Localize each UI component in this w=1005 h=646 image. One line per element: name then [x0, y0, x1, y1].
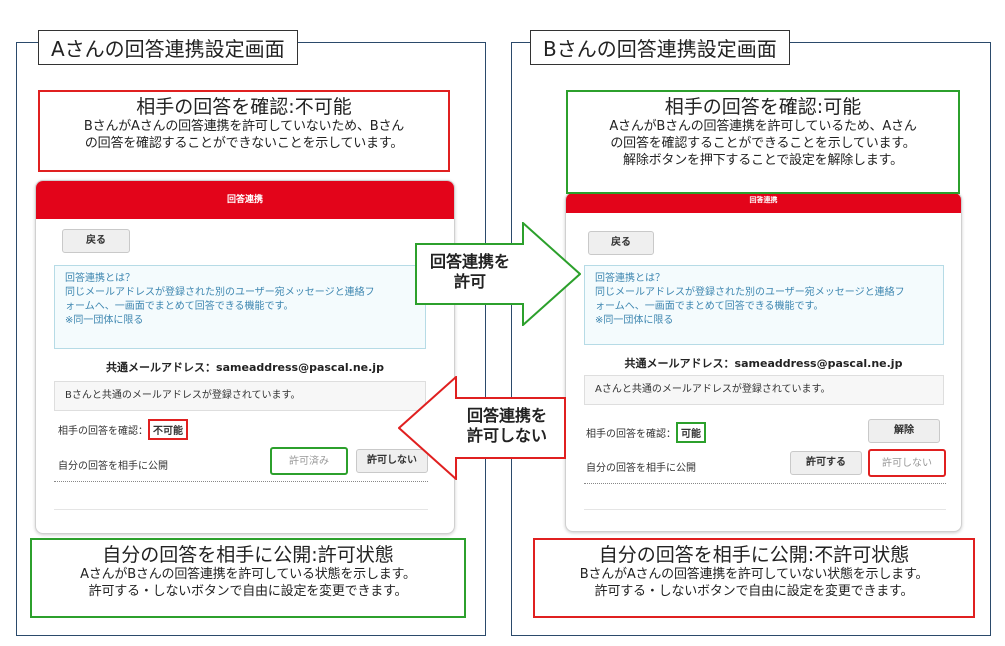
allow-arrow-line1: 回答連携を [429, 252, 510, 271]
right-bottom-callout-line1: BさんがAさんの回答連携を許可していない状態を示します。 [579, 567, 929, 582]
right-top-callout-title: 相手の回答を確認:可能 [664, 96, 862, 118]
allow-arrow-label: 回答連携を 許可 [415, 252, 525, 292]
allow-arrow-icon [415, 220, 582, 328]
left-header-title: 回答連携 [226, 195, 263, 205]
right-confirm-status: 可能 [676, 422, 706, 443]
left-info-line2: 同じメールアドレスが登録された別のユーザー宛メッセージと連絡フ [65, 287, 375, 298]
right-release-button[interactable]: 解除 [868, 419, 940, 443]
right-bottom-callout-line2: 許可する・しないボタンで自由に設定を変更できます。 [594, 584, 914, 599]
right-info-line1: 回答連携とは？ [595, 273, 665, 284]
left-top-callout: 相手の回答を確認:不可能 BさんがAさんの回答連携を許可していないため、Bさん … [38, 90, 450, 172]
left-bottom-callout-title: 自分の回答を相手に公開:許可状態 [102, 544, 394, 566]
right-publish-label: 自分の回答を相手に公開 [586, 463, 696, 474]
right-top-callout-line1: AさんがBさんの回答連携を許可しているため、Aさん [609, 119, 917, 134]
deny-arrow-line1: 回答連携を [466, 406, 547, 425]
right-back-button[interactable]: 戻る [588, 231, 654, 255]
left-publish-label: 自分の回答を相手に公開 [58, 461, 168, 472]
deny-arrow: 回答連携を 許可しない [397, 374, 566, 482]
right-info-line3: ォームへ、一画面でまとめて回答できる機能です。 [595, 301, 824, 312]
left-confirm-label: 相手の回答を確認： [58, 426, 148, 437]
deny-arrow-label: 回答連携を 許可しない [450, 406, 564, 446]
left-phone-screen: 回答連携 戻る 回答連携とは？ 同じメールアドレスが登録された別のユーザー宛メッ… [35, 180, 455, 534]
left-back-button[interactable]: 戻る [62, 229, 130, 253]
left-top-callout-line2: の回答を確認することができないことを示しています。 [84, 136, 404, 151]
left-deny-button[interactable]: 許可しない [356, 449, 428, 473]
right-info-box: 回答連携とは？ 同じメールアドレスが登録された別のユーザー宛メッセージと連絡フ … [584, 265, 944, 345]
left-bottom-callout: 自分の回答を相手に公開:許可状態 AさんがBさんの回答連携を許可している状態を示… [30, 538, 466, 618]
right-divider-2 [584, 509, 946, 510]
allow-arrow: 回答連携を 許可 [415, 220, 582, 328]
left-header-bar: 回答連携 [36, 181, 454, 219]
left-top-callout-title: 相手の回答を確認:不可能 [136, 96, 352, 118]
right-confirm-row: 相手の回答を確認：可能 [586, 422, 706, 443]
right-bottom-callout-title: 自分の回答を相手に公開:不許可状態 [598, 544, 910, 566]
left-divider-2 [54, 509, 428, 510]
left-confirm-row: 相手の回答を確認：不可能 [58, 419, 188, 440]
right-header-title: 回答連携 [749, 196, 778, 204]
allow-arrow-line2: 許可 [453, 272, 486, 291]
right-phone-screen: 回答連携 戻る 回答連携とは？ 同じメールアドレスが登録された別のユーザー宛メッ… [565, 192, 962, 532]
right-top-callout-line2: の回答を確認することができることを示しています。 [610, 136, 916, 151]
left-registered-notice: Bさんと共通のメールアドレスが登録されています。 [54, 381, 426, 411]
left-info-box: 回答連携とは？ 同じメールアドレスが登録された別のユーザー宛メッセージと連絡フ … [54, 265, 426, 349]
right-deny-button[interactable]: 許可しない [868, 449, 946, 477]
deny-arrow-line2: 許可しない [466, 426, 547, 445]
left-panel-title: Aさんの回答連携設定画面 [38, 30, 298, 65]
left-info-line4: ※同一団体に限る [65, 315, 144, 326]
right-shared-email: 共通メールアドレス：sameaddress@pascal.ne.jp [624, 357, 903, 370]
right-allow-button[interactable]: 許可する [790, 451, 862, 475]
right-bottom-callout: 自分の回答を相手に公開:不許可状態 BさんがAさんの回答連携を許可していない状態… [533, 538, 975, 618]
left-allowed-button[interactable]: 許可済み [270, 447, 348, 475]
left-bottom-callout-line2: 許可する・しないボタンで自由に設定を変更できます。 [88, 584, 408, 599]
left-bottom-callout-line1: AさんがBさんの回答連携を許可している状態を示します。 [80, 567, 416, 582]
left-divider [54, 481, 428, 482]
right-panel-title: Bさんの回答連携設定画面 [530, 30, 790, 65]
right-registered-notice: Aさんと共通のメールアドレスが登録されています。 [584, 375, 944, 405]
right-top-callout-line3: 解除ボタンを押下することで設定を解除します。 [623, 153, 903, 168]
right-top-callout: 相手の回答を確認:可能 AさんがBさんの回答連携を許可しているため、Aさん の回… [566, 90, 960, 194]
deny-arrow-icon [397, 374, 566, 482]
left-info-line1: 回答連携とは？ [65, 273, 135, 284]
left-shared-email: 共通メールアドレス：sameaddress@pascal.ne.jp [106, 361, 384, 374]
left-confirm-status: 不可能 [148, 419, 188, 440]
left-top-callout-line1: BさんがAさんの回答連携を許可していないため、Bさん [83, 119, 405, 134]
right-info-line2: 同じメールアドレスが登録された別のユーザー宛メッセージと連絡フ [595, 287, 905, 298]
left-info-line3: ォームへ、一画面でまとめて回答できる機能です。 [65, 301, 294, 312]
right-divider [584, 483, 946, 484]
right-info-line4: ※同一団体に限る [595, 315, 674, 326]
right-header-bar: 回答連携 [566, 193, 961, 213]
right-confirm-label: 相手の回答を確認： [586, 429, 676, 440]
